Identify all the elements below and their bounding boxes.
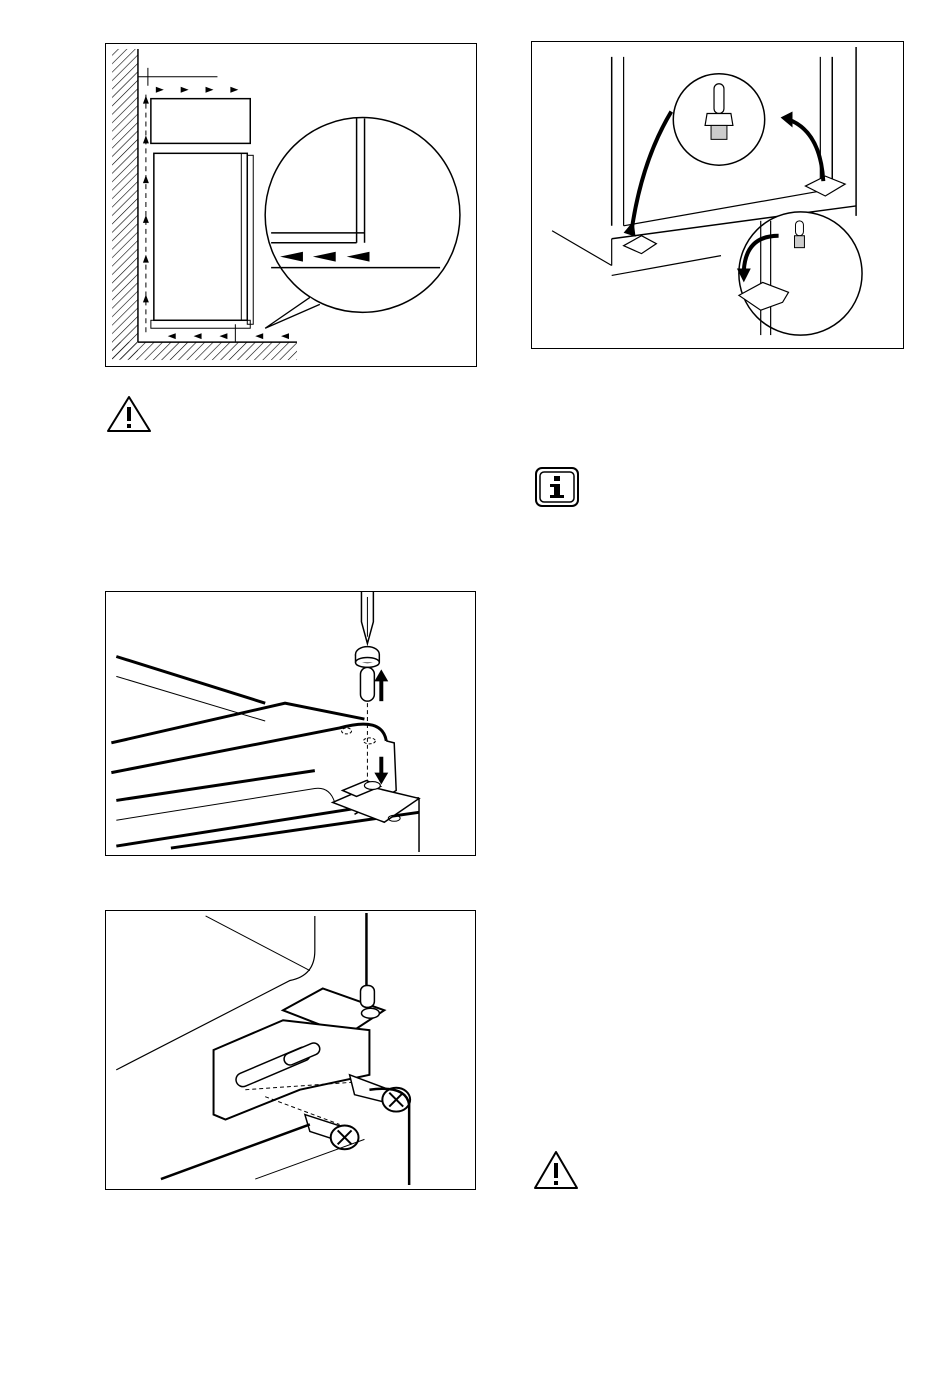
warning-triangle-icon: [106, 395, 152, 433]
figure-screwdriver: [105, 591, 476, 856]
figure-feet-hinge: [531, 41, 904, 349]
figure-bracket-screws: [105, 910, 476, 1190]
bracket-screw-mounting-diagram: [106, 911, 475, 1189]
warning-triangle-icon: [533, 1150, 579, 1190]
figure-ventilation: [105, 43, 477, 367]
ventilation-airflow-diagram: [106, 44, 476, 366]
hinge-pin-removal-diagram: [532, 42, 903, 348]
screwdriver-hinge-pin-diagram: [106, 592, 475, 855]
info-icon: [534, 466, 580, 508]
